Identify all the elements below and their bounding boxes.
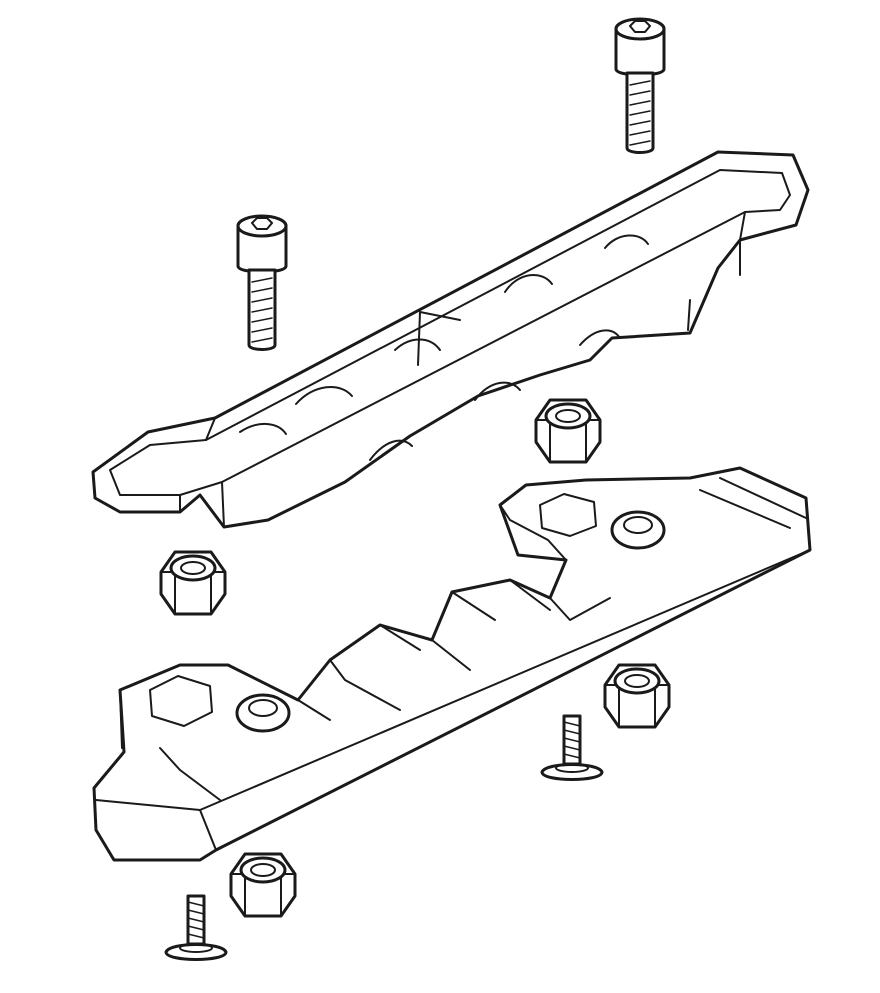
upper-bracket <box>91 150 810 529</box>
cap-head-bolt-upper <box>614 17 666 154</box>
hex-lock-nut-3 <box>603 663 671 729</box>
hex-lock-nut-1 <box>534 398 602 464</box>
hex-recess-left <box>149 675 213 727</box>
cap-head-bolt-lower <box>236 214 288 351</box>
lower-bracket <box>92 466 812 862</box>
flat-head-screw-right <box>540 714 604 781</box>
hex-lock-nut-2 <box>159 550 227 616</box>
flat-head-screw-left <box>164 894 228 961</box>
hex-recess-right <box>539 493 597 537</box>
hex-lock-nut-4 <box>229 852 297 918</box>
